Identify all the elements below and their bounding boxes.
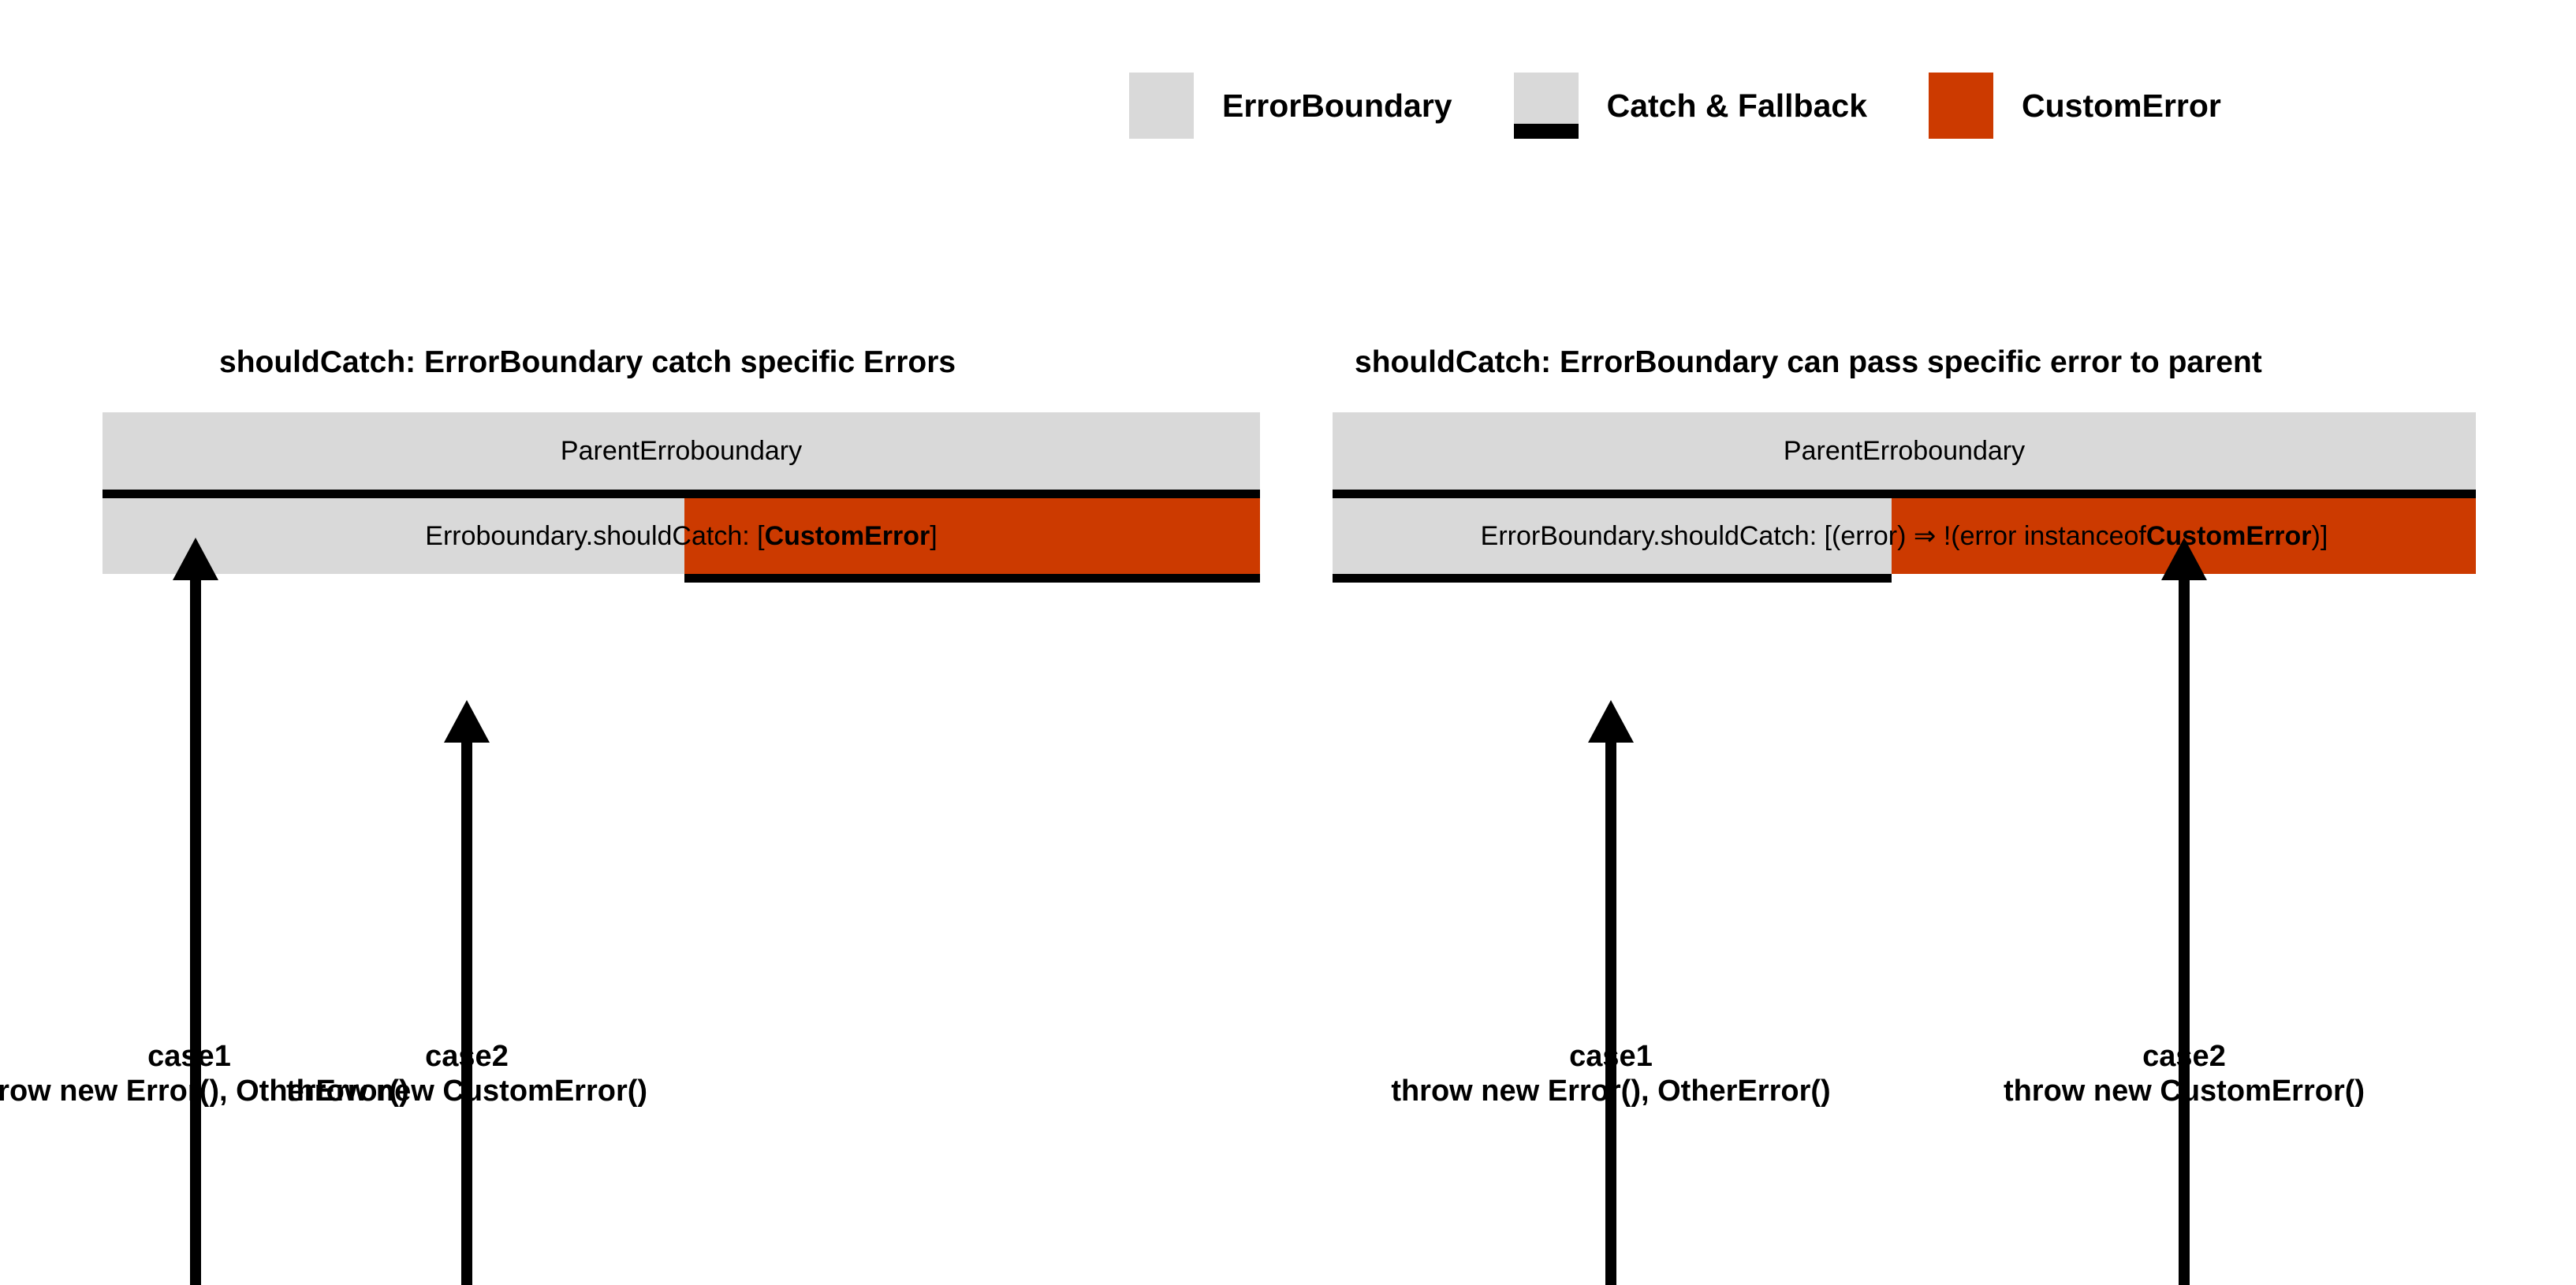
boundary-diagram-right: ParentErroboundary ErrorBoundary.shouldC… bbox=[1333, 412, 2476, 583]
arrow-shaft-case1-left bbox=[190, 572, 201, 1285]
caption-case1-left: case1 throw new Error(), OtherError() bbox=[0, 1039, 409, 1108]
legend-swatch-gray-icon bbox=[1129, 73, 1194, 139]
caption-case2-right: case2 throw new CustomError() bbox=[2004, 1039, 2365, 1108]
legend: ErrorBoundary Catch & Fallback CustomErr… bbox=[1129, 73, 2221, 139]
arrow-shaft-case2-left bbox=[461, 735, 472, 1285]
boundary-diagram-left: ParentErroboundary Erroboundary.shouldCa… bbox=[103, 412, 1260, 583]
parent-errorboundary-band-right: ParentErroboundary bbox=[1333, 412, 2476, 490]
arrow-shaft-case2-right bbox=[2179, 572, 2190, 1285]
caption-case1-label-right: case1 bbox=[1569, 1040, 1653, 1073]
caption-case2-code-left: throw new CustomError() bbox=[285, 1075, 648, 1108]
caption-case1-code-left: throw new Error(), OtherError() bbox=[0, 1075, 409, 1108]
legend-item-customerror: CustomError bbox=[1929, 73, 2221, 139]
parent-errorboundary-label-right: ParentErroboundary bbox=[1783, 436, 2026, 466]
caption-case2-label-right: case2 bbox=[2142, 1040, 2226, 1073]
legend-swatch-orange-icon bbox=[1929, 73, 1993, 139]
legend-label-customerror: CustomError bbox=[2022, 87, 2221, 124]
child-errorboundary-band-right: ErrorBoundary.shouldCatch: [(error) ⇒ !(… bbox=[1333, 498, 2476, 574]
parent-errorboundary-band-left: ParentErroboundary bbox=[103, 412, 1260, 490]
caption-case2-left: case2 throw new CustomError() bbox=[286, 1039, 647, 1108]
panel-title-right: shouldCatch: ErrorBoundary can pass spec… bbox=[1355, 345, 2262, 379]
legend-label-catch-fallback: Catch & Fallback bbox=[1606, 87, 1867, 124]
child-region-orange-left bbox=[684, 498, 1260, 574]
legend-item-errorboundary: ErrorBoundary bbox=[1129, 73, 1452, 139]
rule-bottom-ink-left bbox=[684, 574, 1260, 583]
caption-case1-code-right: throw new Error(), OtherError() bbox=[1391, 1075, 1831, 1108]
child-region-gray-right bbox=[1333, 498, 1892, 574]
arrow-shaft-case1-right bbox=[1605, 735, 1616, 1285]
caption-case2-label-left: case2 bbox=[425, 1040, 509, 1073]
child-errorboundary-band-left: Erroboundary.shouldCatch: [CustomError] bbox=[103, 498, 1260, 574]
legend-swatch-catch-fallback-icon bbox=[1513, 73, 1579, 139]
panel-title-left: shouldCatch: ErrorBoundary catch specifi… bbox=[219, 345, 956, 379]
caption-case1-label-left: case1 bbox=[147, 1040, 231, 1073]
caption-case2-code-right: throw new CustomError() bbox=[2003, 1075, 2365, 1108]
diagram-panel-right: shouldCatch: ErrorBoundary can pass spec… bbox=[1333, 347, 2476, 583]
boundary-rule-bottom-row-left bbox=[103, 574, 1260, 583]
rule-bottom-ink-right bbox=[1333, 574, 1892, 583]
legend-item-catch-fallback: Catch & Fallback bbox=[1513, 73, 1867, 139]
legend-label-errorboundary: ErrorBoundary bbox=[1222, 87, 1452, 124]
parent-errorboundary-label-left: ParentErroboundary bbox=[560, 436, 803, 466]
boundary-rule-bottom-row-right bbox=[1333, 574, 2476, 583]
boundary-rule-top-left bbox=[103, 490, 1260, 498]
diagram-panel-left: shouldCatch: ErrorBoundary catch specifi… bbox=[103, 347, 1260, 583]
caption-case1-right: case1 throw new Error(), OtherError() bbox=[1391, 1039, 1830, 1108]
boundary-rule-top-right bbox=[1333, 490, 2476, 498]
